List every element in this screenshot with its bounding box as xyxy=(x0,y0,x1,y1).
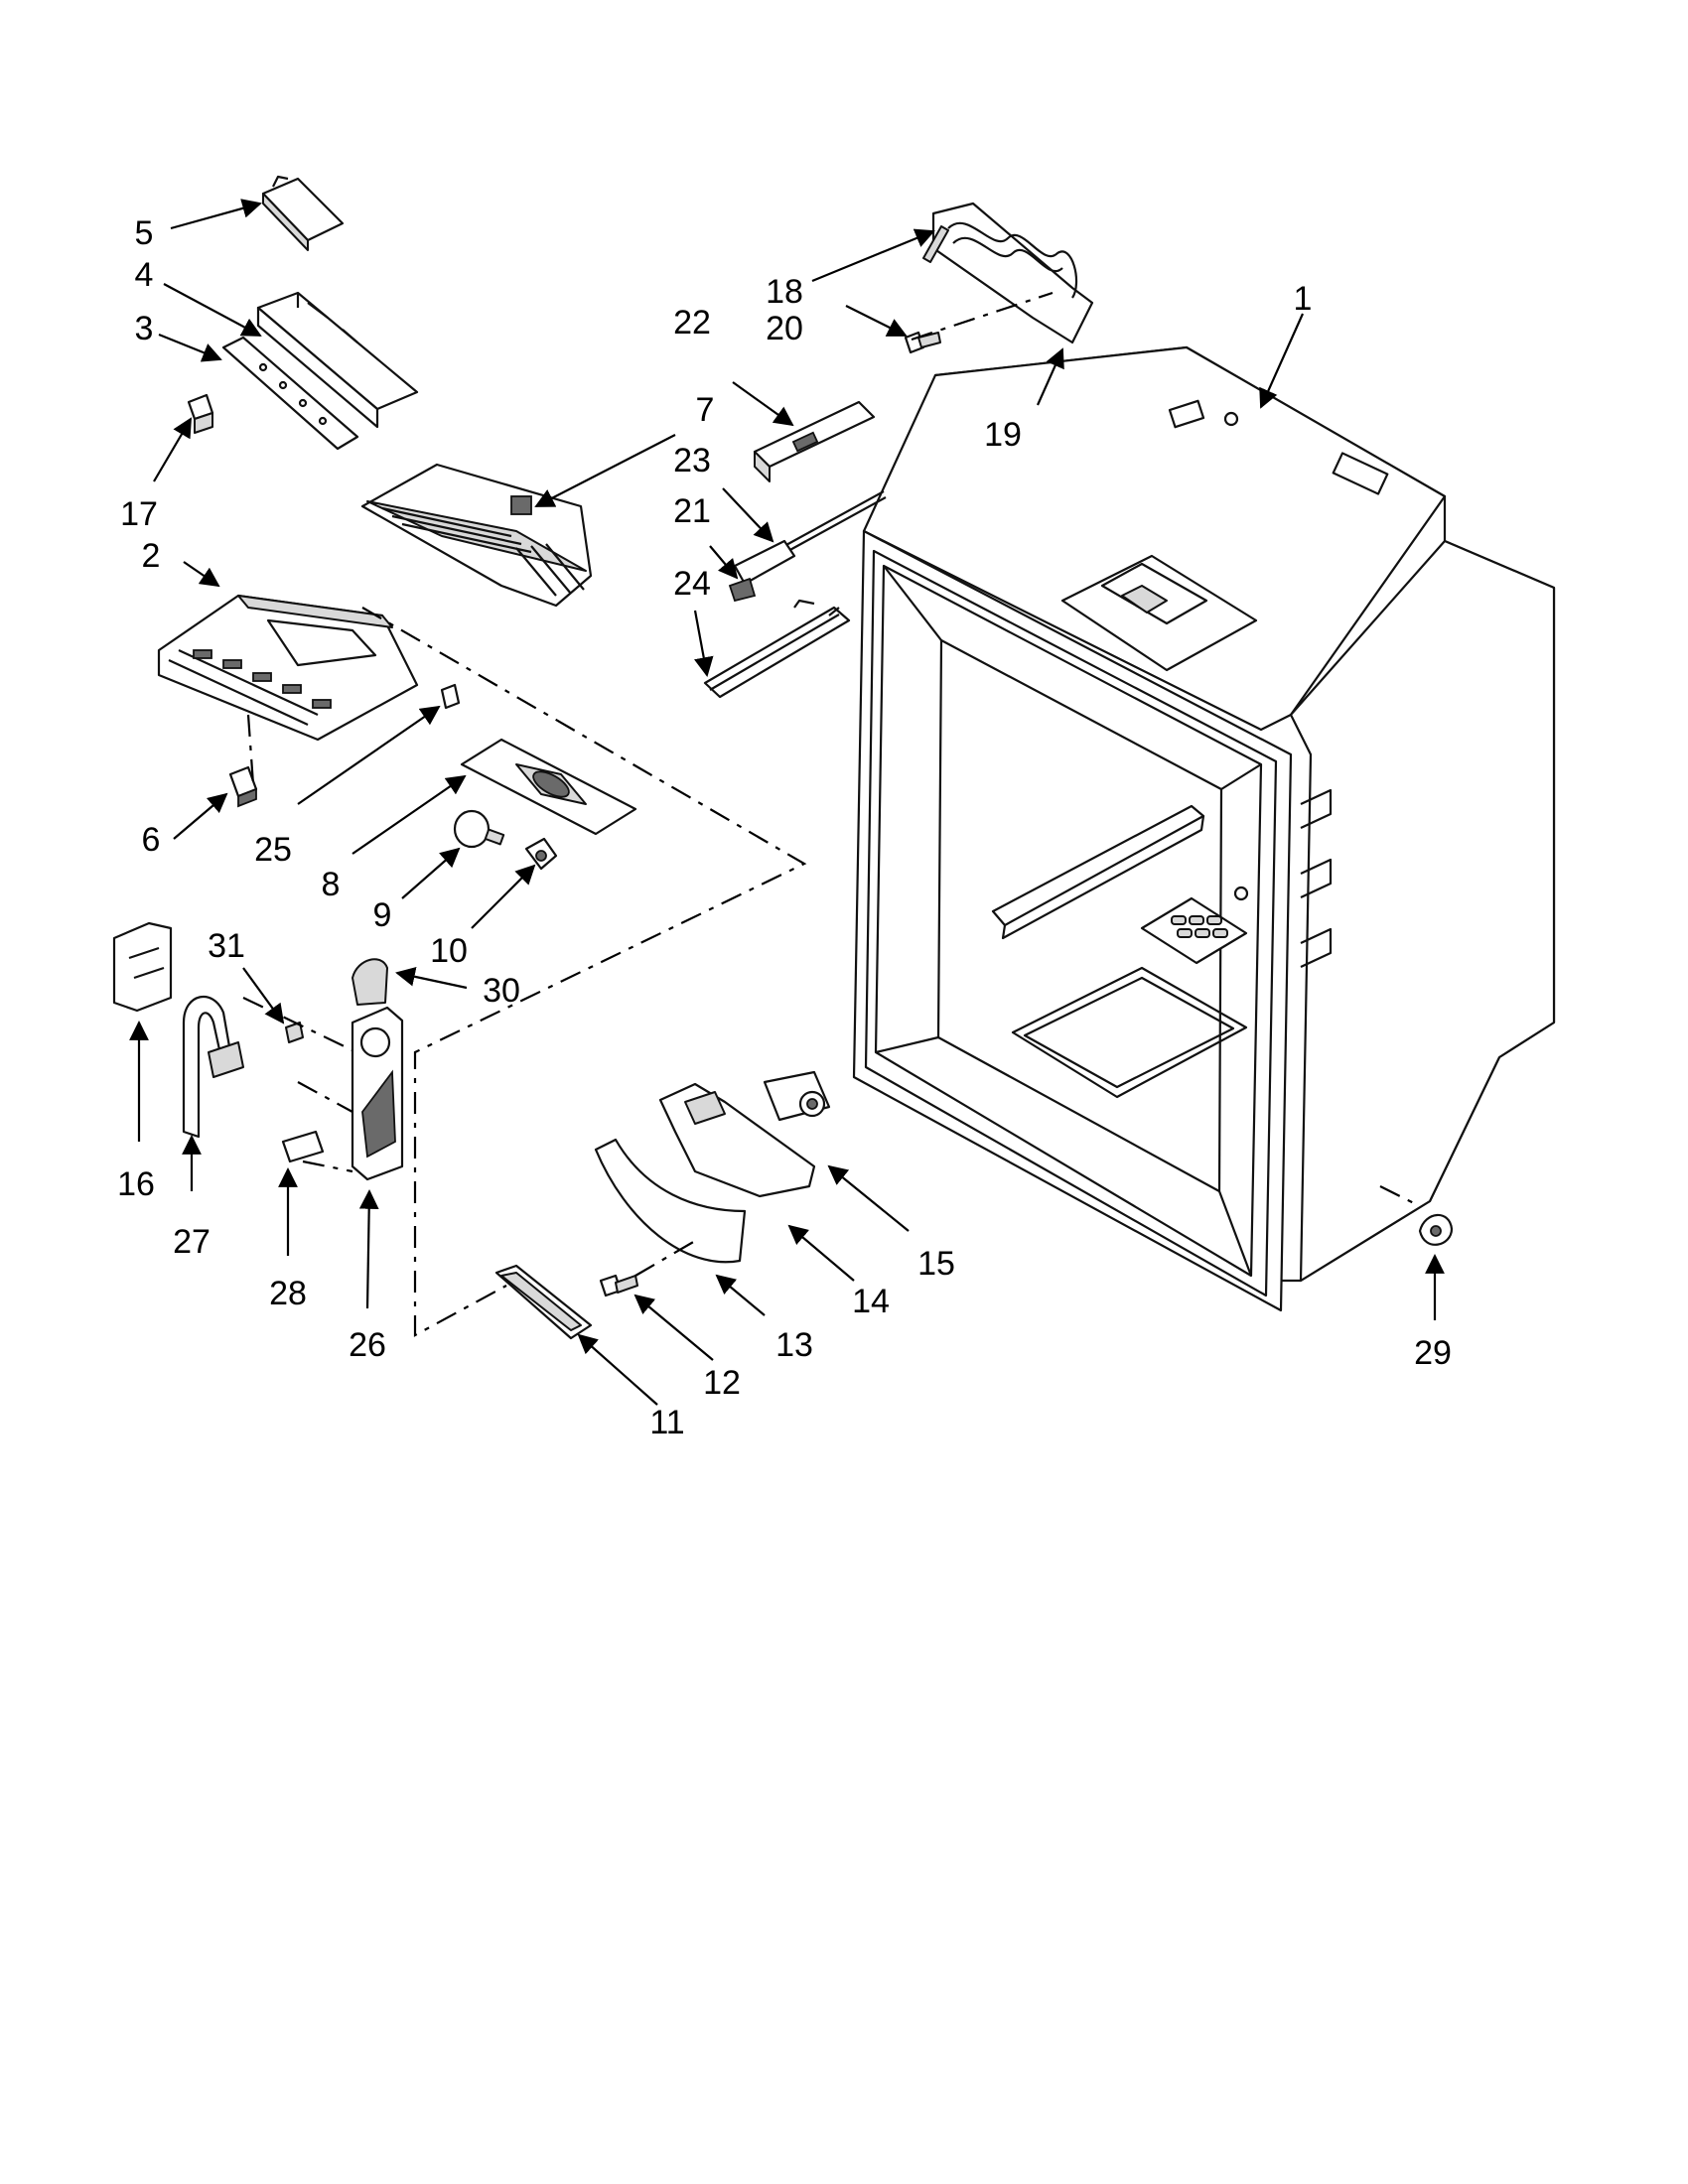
label-part-25: 25 xyxy=(254,831,292,869)
heater-part-19 xyxy=(931,202,1094,344)
cover-part-7 xyxy=(360,463,593,608)
label-part-20: 20 xyxy=(766,310,803,347)
label-part-21: 21 xyxy=(673,492,711,530)
valve-part-15 xyxy=(763,1070,831,1122)
label-part-29: 29 xyxy=(1414,1334,1452,1372)
housing-part-4 xyxy=(256,291,419,429)
cover-part-11 xyxy=(494,1264,593,1340)
rail-part-24 xyxy=(703,599,851,699)
bracket-part-5 xyxy=(261,175,345,251)
tube-part-27 xyxy=(182,995,244,1139)
part-labels: 1 2 3 4 5 6 7 8 9 10 11 12 13 14 15 16 1… xyxy=(117,214,1452,1441)
label-part-22: 22 xyxy=(673,304,711,341)
assembly-lines xyxy=(242,291,1421,1337)
clip-part-25 xyxy=(440,683,461,710)
label-part-7: 7 xyxy=(696,391,715,429)
label-part-13: 13 xyxy=(775,1326,813,1364)
label-part-3: 3 xyxy=(135,310,154,347)
bulb-part-9 xyxy=(453,809,505,849)
clip-part-28 xyxy=(281,1130,325,1163)
label-part-17: 17 xyxy=(120,495,158,533)
label-part-2: 2 xyxy=(142,537,161,575)
bracket-part-16 xyxy=(112,921,173,1013)
label-part-11: 11 xyxy=(649,1404,684,1441)
screw-part-12 xyxy=(599,1274,638,1297)
cover-part-30 xyxy=(352,958,388,1006)
housing-part-14 xyxy=(658,1082,816,1198)
label-part-1: 1 xyxy=(1294,280,1313,318)
wire-part-23 xyxy=(783,490,887,553)
label-part-14: 14 xyxy=(852,1283,890,1320)
light-housing-part-8 xyxy=(460,738,637,836)
label-part-12: 12 xyxy=(703,1364,741,1402)
bracket-part-22 xyxy=(753,400,876,482)
label-part-30: 30 xyxy=(483,972,520,1010)
label-part-8: 8 xyxy=(322,866,341,903)
clip-part-17 xyxy=(187,393,214,434)
plug-part-29 xyxy=(1418,1213,1454,1246)
label-part-24: 24 xyxy=(673,565,711,603)
label-part-15: 15 xyxy=(917,1245,955,1283)
panel-part-26 xyxy=(351,1006,404,1181)
label-part-27: 27 xyxy=(173,1223,211,1261)
label-part-19: 19 xyxy=(984,416,1022,454)
clip-part-31 xyxy=(285,1022,304,1043)
label-part-10: 10 xyxy=(430,932,468,970)
label-part-16: 16 xyxy=(117,1165,155,1203)
screw-part-18 xyxy=(922,225,949,263)
sensor-part-21 xyxy=(728,539,796,603)
label-part-6: 6 xyxy=(142,821,161,859)
liner-part-1 xyxy=(852,345,1556,1312)
switch-part-6 xyxy=(228,765,258,808)
socket-part-10 xyxy=(524,837,558,871)
label-part-4: 4 xyxy=(135,256,154,294)
label-part-28: 28 xyxy=(269,1275,307,1312)
plate-part-3 xyxy=(221,336,359,451)
label-part-26: 26 xyxy=(349,1326,386,1364)
control-housing-part-2 xyxy=(157,594,419,742)
trim-part-13 xyxy=(594,1138,747,1264)
label-part-18: 18 xyxy=(766,273,803,311)
leader-arrows xyxy=(129,199,1445,1406)
label-part-9: 9 xyxy=(373,896,392,934)
label-part-31: 31 xyxy=(208,927,245,965)
label-part-23: 23 xyxy=(673,442,711,479)
label-part-5: 5 xyxy=(135,214,154,252)
